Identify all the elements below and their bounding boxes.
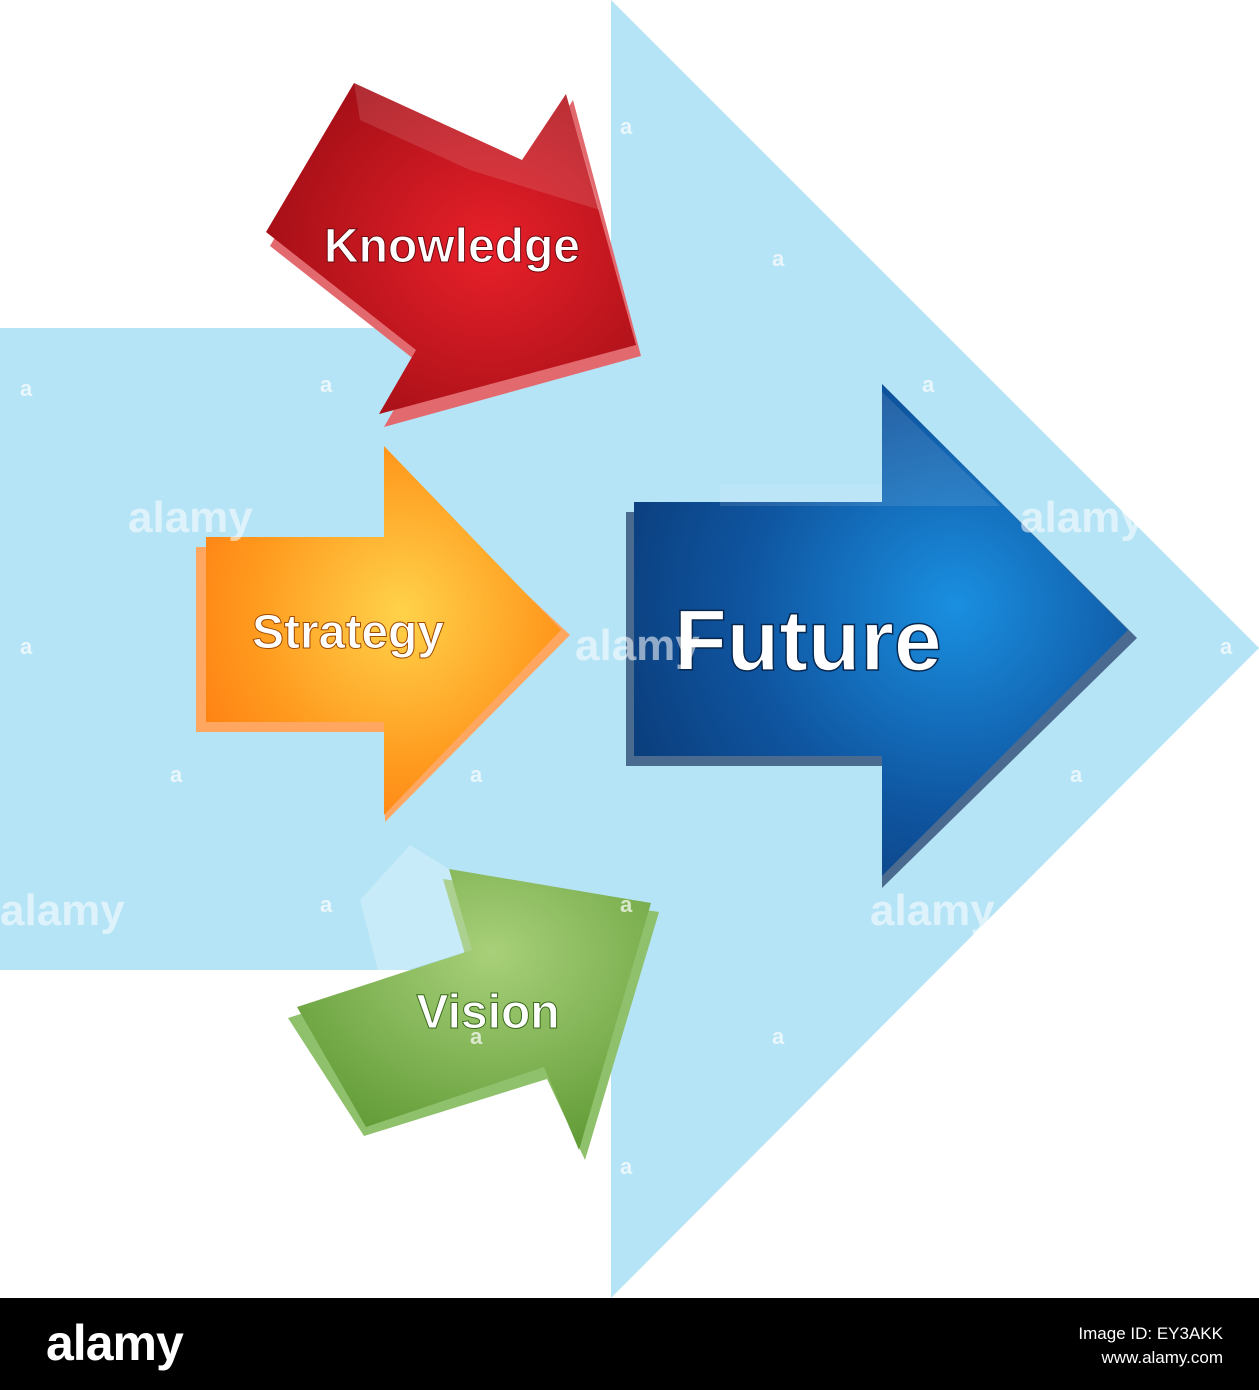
watermark-mark: a xyxy=(772,1024,785,1049)
watermark-mark: a xyxy=(320,372,333,397)
watermark-mark: a xyxy=(1070,762,1083,787)
watermark-text: alamy xyxy=(128,493,253,542)
alamy-logo: alamy xyxy=(46,1315,184,1371)
strategy-arrow: Strategy xyxy=(196,446,570,822)
watermark-mark: a xyxy=(620,892,633,917)
watermark-text: alamy xyxy=(870,886,995,935)
watermark-mark: a xyxy=(470,1024,483,1049)
watermark-mark: a xyxy=(20,634,33,659)
vision-arrow: Vision xyxy=(288,845,659,1160)
website-text: www.alamy.com xyxy=(1101,1348,1223,1367)
footer-bar: alamy Image ID: EY3AKK www.alamy.com xyxy=(0,1298,1259,1390)
watermark-mark: a xyxy=(620,1154,633,1179)
future-arrow-highlight xyxy=(720,392,1000,506)
image-info: Image ID: EY3AKK www.alamy.com xyxy=(1078,1322,1223,1370)
knowledge-arrow-highlight xyxy=(354,83,600,210)
watermark-mark: a xyxy=(1220,634,1233,659)
watermark-layer: alamy alamy alamy alamy alamy a a a a a … xyxy=(0,114,1233,1179)
watermark-mark: a xyxy=(320,892,333,917)
watermark-mark: a xyxy=(20,376,33,401)
vision-arrow-highlight xyxy=(360,845,472,978)
watermark-mark: a xyxy=(922,372,935,397)
vision-arrow-shape xyxy=(297,869,651,1150)
watermark-mark: a xyxy=(170,762,183,787)
knowledge-arrow: Knowledge xyxy=(266,83,641,427)
image-id-text: Image ID: EY3AKK xyxy=(1078,1324,1223,1343)
watermark-text: alamy xyxy=(575,621,700,670)
strategy-arrow-shape xyxy=(206,446,561,815)
strategy-label: Strategy xyxy=(252,606,444,659)
watermark-mark: a xyxy=(772,246,785,271)
watermark-text: alamy xyxy=(0,886,125,935)
knowledge-arrow-shape xyxy=(266,83,636,414)
knowledge-label: Knowledge xyxy=(324,220,580,273)
vision-label: Vision xyxy=(416,986,559,1039)
business-diagram: Knowledge Strategy Vision Future alamy a… xyxy=(0,0,1259,1298)
future-label: Future xyxy=(674,593,942,689)
watermark-mark: a xyxy=(470,762,483,787)
future-arrow-shape xyxy=(634,384,1128,876)
watermark-mark: a xyxy=(620,114,633,139)
future-arrow: Future xyxy=(626,384,1137,888)
watermark-text: alamy xyxy=(1020,493,1145,542)
